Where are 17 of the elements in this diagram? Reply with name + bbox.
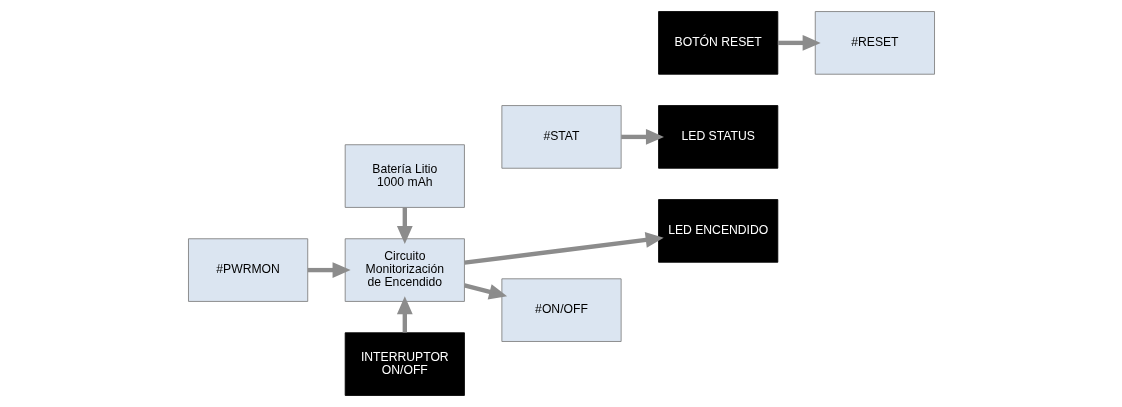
node-box: #RESET xyxy=(814,11,935,75)
node-box: Batería Litio 1000 mAh xyxy=(344,144,465,208)
node-box: #ON/OFF xyxy=(500,278,622,342)
node-box: #PWRMON xyxy=(187,238,308,302)
arrow xyxy=(307,262,351,278)
arrow xyxy=(463,232,664,265)
arrow xyxy=(463,283,507,300)
arrow xyxy=(396,296,413,333)
node-box: LED STATUS xyxy=(657,105,778,169)
arrow xyxy=(396,207,413,244)
node-box: Circuito Monitorización de Encendido xyxy=(344,238,465,302)
node-box: #STAT xyxy=(500,105,622,169)
node-box: BOTÓN RESET xyxy=(657,11,778,75)
node-box: INTERRUPTOR ON/OFF xyxy=(344,332,465,396)
node-box: LED ENCENDIDO xyxy=(657,199,778,263)
arrow xyxy=(777,35,821,51)
arrow xyxy=(620,129,664,145)
